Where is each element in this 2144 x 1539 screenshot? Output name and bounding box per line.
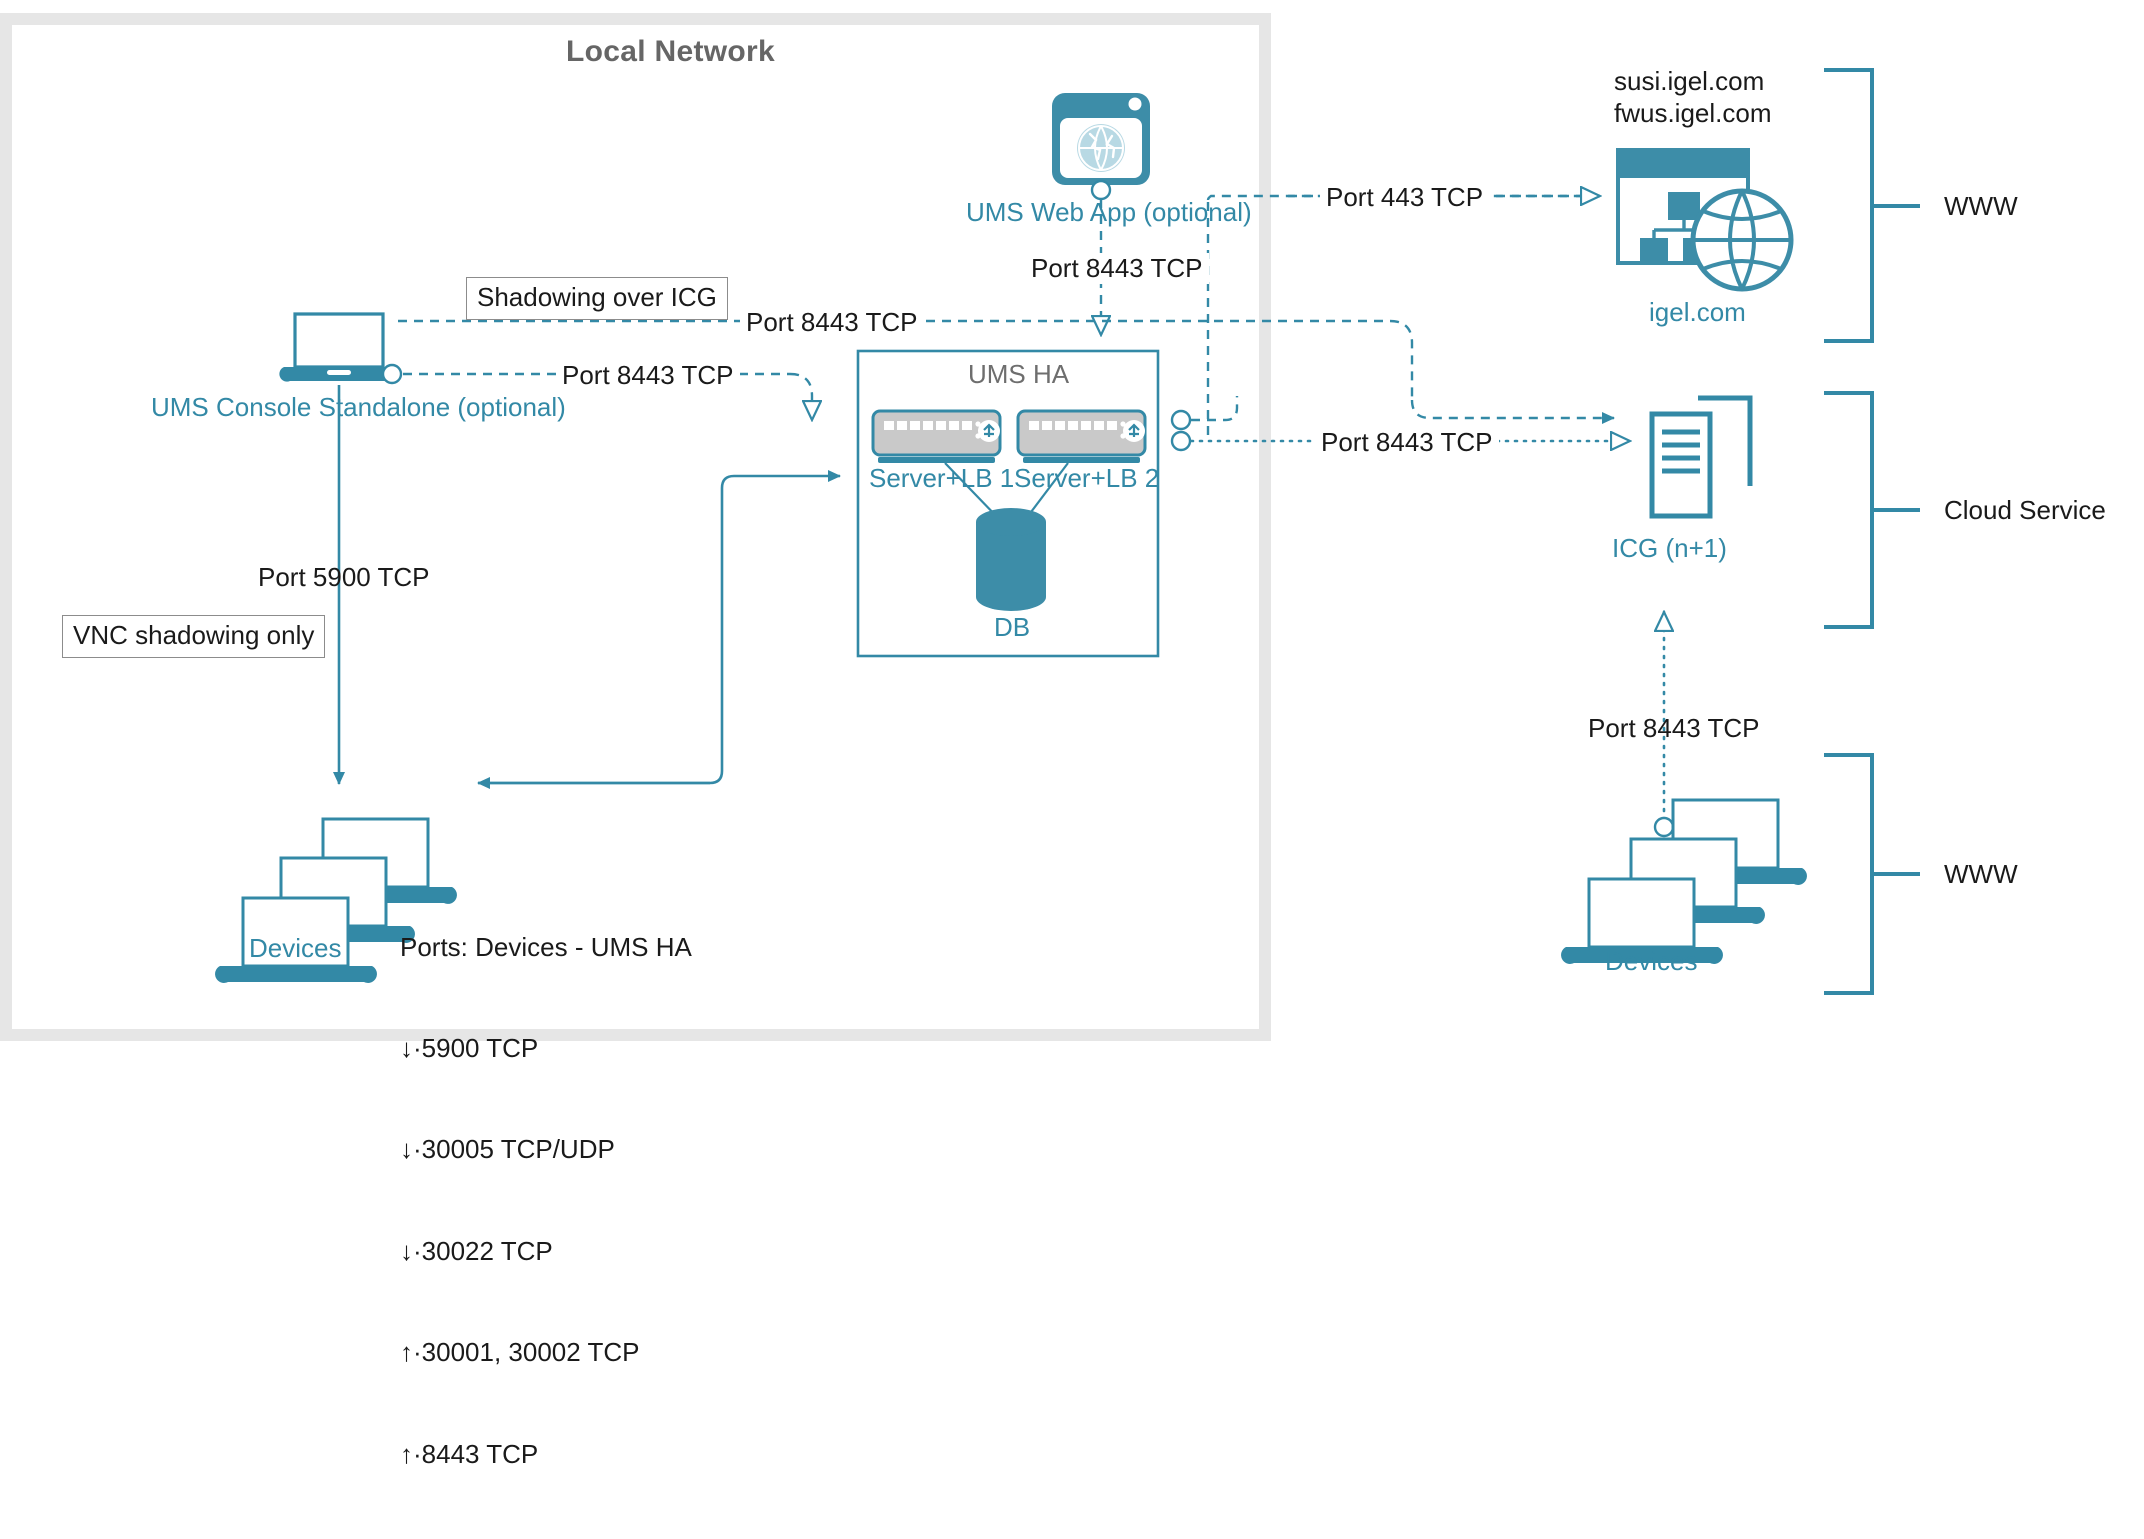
edge-server2-to-db [1024,462,1069,521]
edge-label-console-to-icg: Port 8443 TCP [740,307,924,338]
edge-label-devices-to-icg: Port 8443 TCP [1588,713,1760,743]
ports-row: ↓·5900 TCP [400,1032,539,1063]
igel-host-susi: susi.igel.com [1614,66,1765,96]
local-network-title: Local Network [566,35,775,68]
ums-console-label: UMS Console Standalone (optional) [151,392,566,422]
server-lb-2-label: Server+LB 2 [1014,463,1160,493]
zone-bracket-cloud-service [1824,391,1920,629]
edge-webapp-to-igel [1206,194,1600,201]
note-vnc-shadowing-only: VNC shadowing only [62,615,326,658]
edge-label-webapp-to-ums-ha: Port 8443 TCP [1025,253,1209,284]
devices-remote-label: Devices [1605,946,1698,976]
server-lb-1-label: Server+LB 1 [869,463,1015,493]
zone-label-www-bottom: WWW [1944,859,2018,889]
igel-host-fwus: fwus.igel.com [1614,98,1772,128]
icg-label: ICG (n+1) [1612,533,1727,563]
db-label: DB [994,612,1031,642]
ports-block-title: Ports: Devices - UMS HA [400,931,692,962]
note-shadowing-over-icg: Shadowing over ICG [466,277,728,320]
zone-bracket-www-top [1824,68,1920,343]
diagram-canvas: Local Network UMS Web App (optional) Por… [0,13,2106,1469]
laptop-icon-console [279,312,403,385]
laptops-stack-icon-local [215,817,457,983]
remote-device-port [1653,816,1675,838]
zone-label-www-top: WWW [1944,191,2018,221]
website-globe-icon [1616,148,1794,292]
database-cylinder-icon [976,508,1046,611]
edge-devices-to-ums-ha [478,470,841,785]
edge-label-console-to-devices: Port 5900 TCP [258,562,430,592]
server-tower-icon [1649,395,1753,519]
edge-label-webapp-to-igel: Port 443 TCP [1320,182,1490,213]
ums-ha-port-lower [1170,430,1192,452]
edge-server1-to-db [944,462,1001,521]
laptops-stack-icon-remote [1561,798,1807,964]
ums-web-app-label: UMS Web App (optional) [966,197,1252,227]
edge-label-console-to-ums-ha: Port 8443 TCP [556,360,740,391]
server-appliance-icon-2 [1016,409,1147,463]
ports-row: ↑·30001, 30002 TCP [400,1337,640,1368]
network-diagram-svg [0,13,1920,1041]
ums-ha-title: UMS HA [968,359,1070,389]
local-network-boundary [0,13,1271,1041]
ports-row: ↓·30022 TCP [400,1235,553,1266]
zone-label-cloud-service: Cloud Service [1944,495,2106,525]
zone-bracket-www-bottom [1824,753,1920,995]
browser-globe-icon [1052,93,1150,201]
server-appliance-icon-1 [871,409,1002,463]
ums-ha-port-upper [1170,409,1192,431]
edge-label-ums-ha-to-icg: Port 8443 TCP [1315,427,1499,458]
igel-label: igel.com [1649,297,1746,327]
devices-local-label: Devices [249,933,342,963]
ports-row: ↓·30005 TCP/UDP [400,1134,615,1165]
ports-row: ↑·8443 TCP [400,1438,539,1469]
